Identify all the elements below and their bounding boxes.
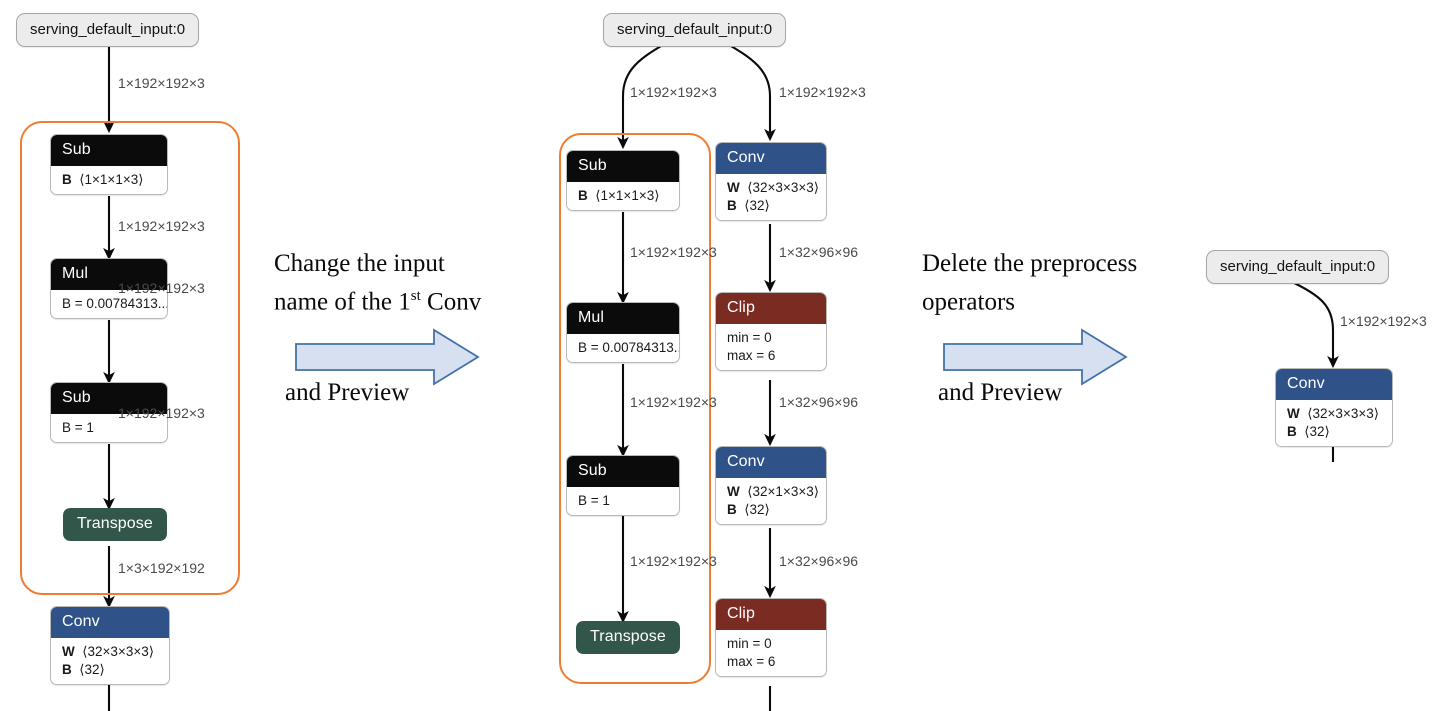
node-body: min = 0 max = 6 [716,630,826,676]
annotation-2: Delete the preprocess operators [922,248,1137,318]
annotation-2-line2-pre: operators [922,288,1016,316]
node-attr: W ⟨32×1×3×3⟩ [727,484,819,499]
node-attr: B ⟨32⟩ [1287,424,1330,439]
node-attr: B B ⟨1×1×1×3⟩⟨1×1×1×3⟩ [62,172,144,187]
node-title: Transpose [63,508,167,541]
middle-input-pill[interactable]: serving_default_input:0 [603,13,787,47]
node-body: W ⟨32×3×3×3⟩ B ⟨32⟩ [1276,400,1392,446]
annotation-2-tail: and Preview [938,379,1063,406]
middle-node-transpose[interactable]: Transpose [576,621,680,654]
middle-left-edge-label-1: 1×192×192×3 [630,244,717,260]
node-body: min = 0 max = 6 [716,324,826,370]
middle-node-sub-1[interactable]: Sub B ⟨1×1×1×3⟩ [566,150,680,211]
node-title: Mul [51,259,167,290]
node-body: B = 1 [51,414,167,442]
node-body: B = 1 [567,487,679,515]
middle-preprocess-group-highlight [559,133,711,684]
annotation-2-line2: operators [922,280,1137,318]
node-attr: B = 1 [62,420,94,435]
left-edge-label-1: 1×192×192×3 [118,218,205,234]
left-edge-label-4: 1×3×192×192 [118,560,205,576]
left-node-conv[interactable]: Conv W ⟨32×3×3×3⟩ B ⟨32⟩ [50,606,170,685]
annotation-1: Change the input name of the 1st Conv [274,248,481,318]
node-body: B = 0.00784313... [567,334,679,362]
annotation-1-line2-post: Conv [420,288,482,316]
node-attr: max = 6 [727,654,776,669]
node-title: Sub [51,383,167,414]
node-title: Clip [716,599,826,630]
node-attr: B ⟨1×1×1×3⟩ [578,188,660,203]
node-attr: B ⟨32⟩ [727,502,770,517]
node-body: W ⟨32×3×3×3⟩ B ⟨32⟩ [51,638,169,684]
block-arrow-1 [295,328,480,386]
node-title: Conv [716,143,826,174]
annotation-1-line2-sup: st [410,288,421,304]
middle-right-edge-label-2: 1×32×96×96 [779,394,859,410]
annotation-1-tail-wrap: and Preview [285,378,409,408]
node-body: B ⟨1×1×1×3⟩ [567,182,679,210]
middle-node-clip-1[interactable]: Clip min = 0 max = 6 [715,292,827,371]
annotation-1-line2: name of the 1st Conv [274,280,481,318]
left-preprocess-group-highlight [20,121,240,595]
block-arrow-2 [943,328,1128,386]
left-edge-label-3: 1×192×192×3 [118,405,205,421]
left-node-sub-1[interactable]: Sub B B ⟨1×1×1×3⟩⟨1×1×1×3⟩ [50,134,168,195]
annotation-2-tail-wrap: and Preview [938,378,1062,408]
left-node-mul[interactable]: Mul B = 0.00784313... [50,258,168,319]
middle-node-conv-2[interactable]: Conv W ⟨32×1×3×3⟩ B ⟨32⟩ [715,446,827,525]
left-edge-label-0: 1×192×192×3 [118,75,205,91]
middle-right-edge-label-3: 1×32×96×96 [779,553,859,569]
node-body: W ⟨32×3×3×3⟩ B ⟨32⟩ [716,174,826,220]
middle-node-conv-1[interactable]: Conv W ⟨32×3×3×3⟩ B ⟨32⟩ [715,142,827,221]
right-edge-label-0: 1×192×192×3 [1340,313,1427,329]
node-attr: B ⟨32⟩ [727,198,770,213]
middle-node-sub-2[interactable]: Sub B = 1 [566,455,680,516]
middle-left-edge-label-3: 1×192×192×3 [630,553,717,569]
middle-node-clip-2[interactable]: Clip min = 0 max = 6 [715,598,827,677]
node-attr: B = 1 [578,493,610,508]
node-body: W ⟨32×1×3×3⟩ B ⟨32⟩ [716,478,826,524]
node-body: B = 0.00784313... [51,290,167,318]
node-attr: W ⟨32×3×3×3⟩ [727,180,819,195]
node-attr: W ⟨32×3×3×3⟩ [1287,406,1379,421]
node-attr: B = 0.00784313... [578,340,680,355]
left-edge-label-2: 1×192×192×3 [118,280,205,296]
node-attr: min = 0 [727,330,772,345]
node-title: Sub [51,135,167,166]
node-title: Mul [567,303,679,334]
annotation-1-line2-pre: name of the 1 [274,288,411,316]
node-title: Conv [716,447,826,478]
right-input-pill[interactable]: serving_default_input:0 [1206,250,1390,284]
node-title: Sub [567,151,679,182]
node-title: Conv [51,607,169,638]
left-node-transpose[interactable]: Transpose [63,508,167,541]
annotation-2-line1: Delete the preprocess [922,250,1138,277]
left-input-pill[interactable]: serving_default_input:0 [16,13,200,47]
node-attr: B ⟨32⟩ [62,662,105,677]
middle-left-edge-label-0: 1×192×192×3 [630,84,717,100]
node-title: Transpose [576,621,680,654]
node-body: B B ⟨1×1×1×3⟩⟨1×1×1×3⟩ [51,166,167,194]
node-attr: W ⟨32×3×3×3⟩ [62,644,154,659]
middle-node-mul[interactable]: Mul B = 0.00784313... [566,302,680,363]
node-title: Sub [567,456,679,487]
annotation-1-line1: Change the input [274,250,445,277]
middle-left-edge-label-2: 1×192×192×3 [630,394,717,410]
node-title: Clip [716,293,826,324]
node-attr: B = 0.00784313... [62,296,168,311]
node-title: Conv [1276,369,1392,400]
middle-right-edge-label-1: 1×32×96×96 [779,244,859,260]
node-attr: max = 6 [727,348,776,363]
left-node-sub-2[interactable]: Sub B = 1 [50,382,168,443]
node-attr: min = 0 [727,636,772,651]
right-node-conv[interactable]: Conv W ⟨32×3×3×3⟩ B ⟨32⟩ [1275,368,1393,447]
middle-right-edge-label-0: 1×192×192×3 [779,84,866,100]
annotation-1-tail: and Preview [285,379,410,406]
